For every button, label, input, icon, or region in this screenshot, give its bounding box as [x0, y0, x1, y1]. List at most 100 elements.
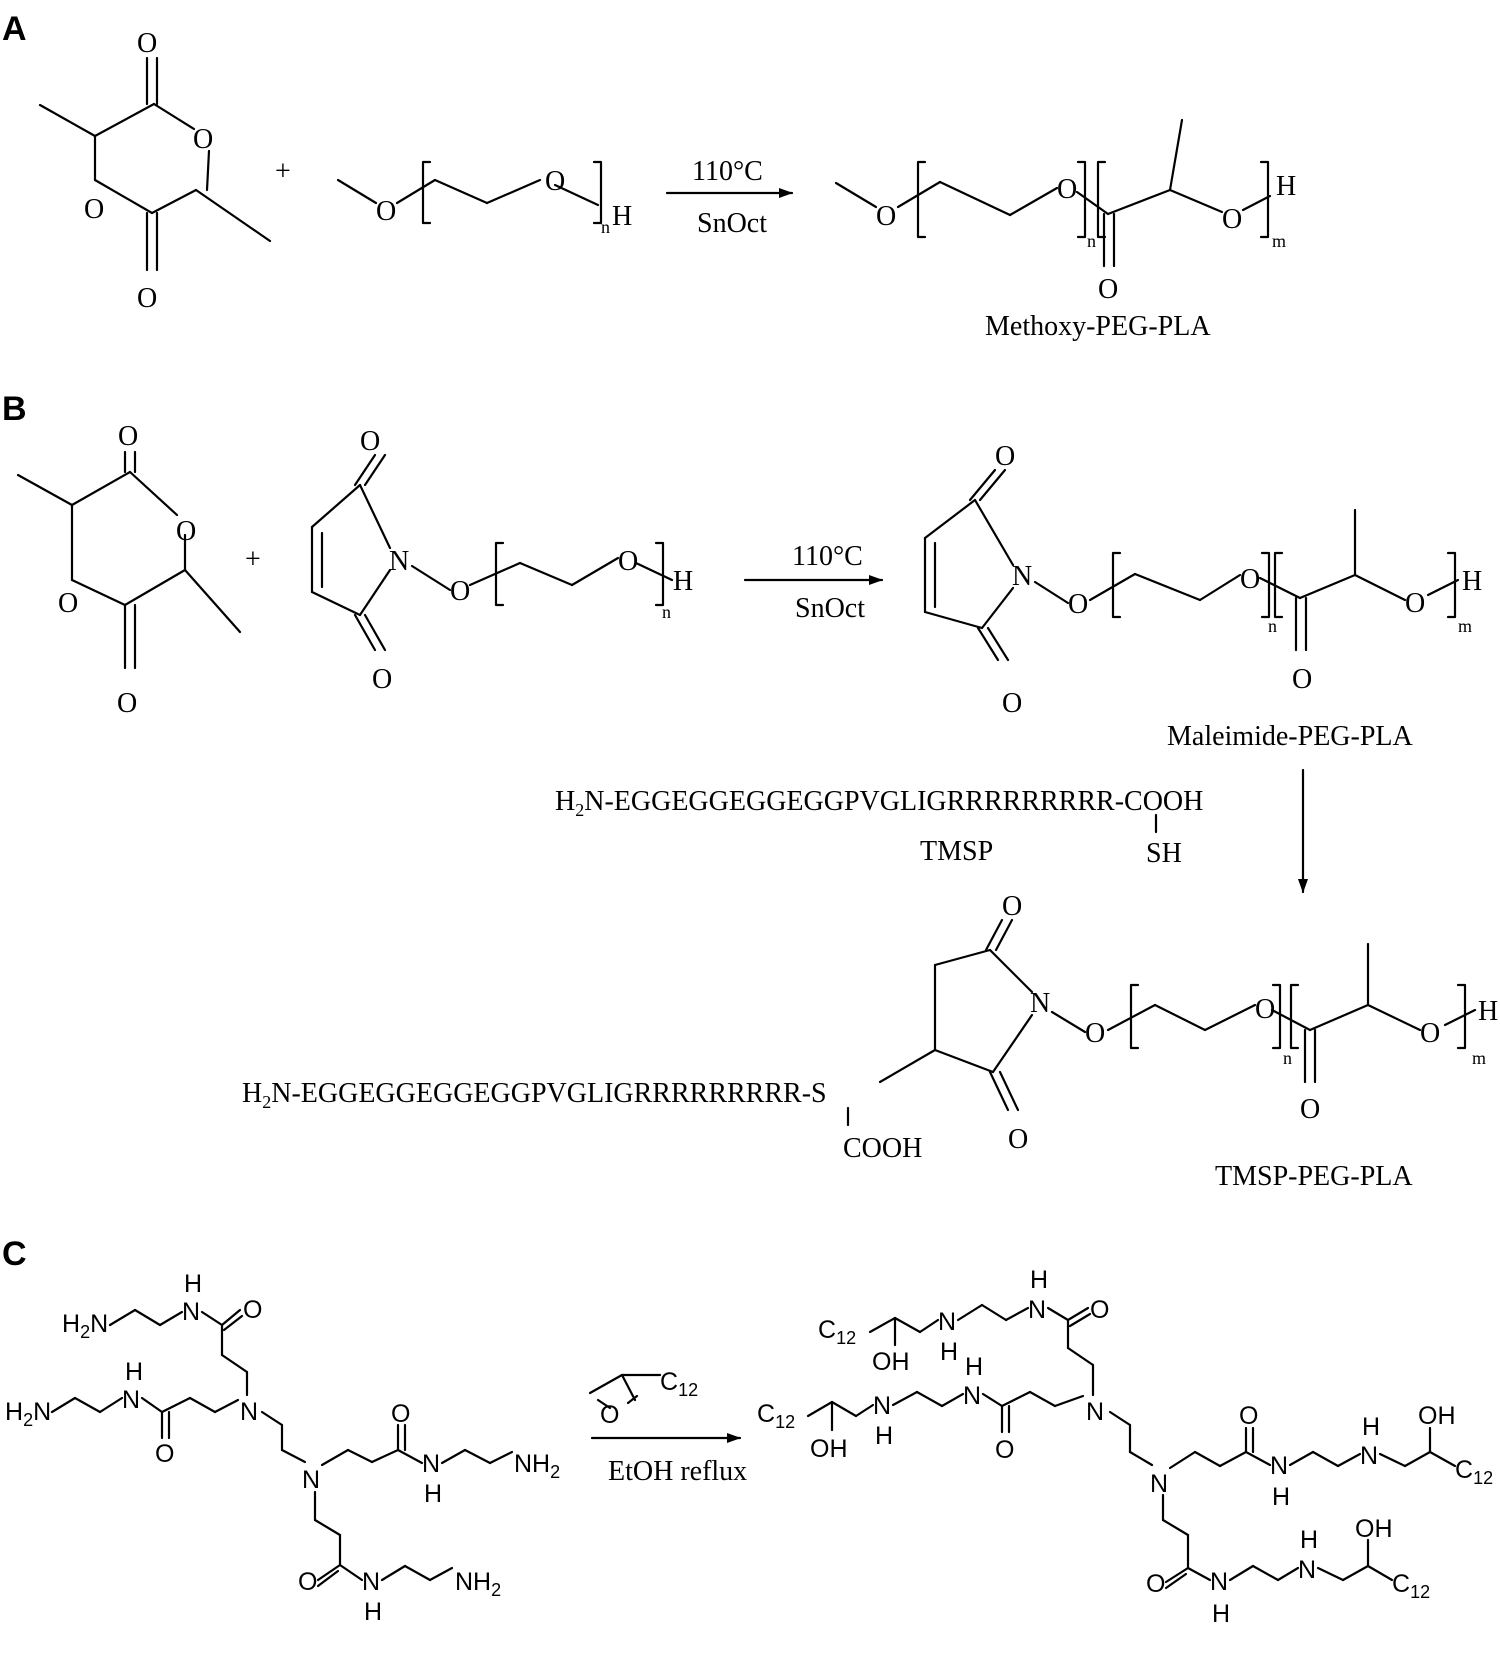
- atom-o: O: [450, 576, 470, 607]
- atom-n: N: [1012, 561, 1032, 592]
- atom-o: O: [995, 441, 1015, 472]
- atom-n: N: [1210, 1568, 1228, 1596]
- atom-o: O: [1420, 1018, 1440, 1049]
- maleimide-peg: O N O O O n H: [310, 426, 693, 695]
- atom-h: H: [184, 1270, 202, 1298]
- atom-o: O: [876, 201, 896, 232]
- atom-o: O: [1002, 891, 1022, 922]
- maleimide-peg-pla: O N O O O O O n m H Maleimide-PEG-PLA: [923, 441, 1482, 752]
- atom-o: O: [1008, 1124, 1028, 1155]
- alkyl-c12: C12: [1455, 1456, 1493, 1488]
- alkyl-c12: C12: [660, 1368, 698, 1400]
- tmsp-peg-pla: O N O O O O O n m H H2N-EGGEGGEGGEGGPVGL…: [242, 891, 1498, 1192]
- atom-o: O: [137, 28, 157, 59]
- peptide-label-tmsp: TMSP: [920, 836, 993, 867]
- atom-o: O: [298, 1568, 317, 1596]
- repeat-subscript-n: n: [662, 602, 671, 622]
- atom-n: N: [938, 1308, 956, 1336]
- atom-o: O: [376, 196, 396, 227]
- atom-o: O: [391, 1400, 410, 1428]
- atom-o: O: [1090, 1296, 1109, 1324]
- atom-h: H: [1462, 566, 1482, 597]
- atom-h: H: [965, 1353, 983, 1381]
- plus-sign: +: [275, 156, 291, 187]
- atom-o: O: [600, 1401, 619, 1429]
- atom-o: O: [155, 1440, 174, 1468]
- alkyl-c12: C12: [757, 1400, 795, 1432]
- atom-oh: OH: [810, 1435, 848, 1463]
- atom-o: O: [1002, 688, 1022, 719]
- panel-label-b: B: [2, 390, 27, 428]
- product-label-methoxy-peg-pla: Methoxy-PEG-PLA: [985, 311, 1211, 342]
- peptide-sequence-bound: H2N-EGGEGGEGGEGGPVGLIGRRRRRRRRR-S: [242, 1078, 827, 1112]
- atom-o: O: [58, 588, 78, 619]
- atom-o: O: [995, 1436, 1014, 1464]
- atom-o: O: [1239, 1402, 1258, 1430]
- atom-h: H: [1276, 171, 1296, 202]
- repeat-subscript-m: m: [1472, 1048, 1486, 1068]
- atom-n: N: [1270, 1452, 1288, 1480]
- atom-o: O: [618, 546, 638, 577]
- atom-nh2: NH2: [514, 1450, 560, 1482]
- repeat-subscript-n: n: [601, 217, 610, 237]
- peptide-thiol: SH: [1146, 838, 1182, 869]
- reaction-arrow-b: 110°C SnOct: [743, 541, 884, 624]
- product-label-maleimide-peg-pla: Maleimide-PEG-PLA: [1167, 721, 1414, 752]
- atom-n: N: [240, 1398, 258, 1426]
- atom-h: H: [1478, 996, 1498, 1027]
- pamam-alkylated: C12 OH N H N H O N C12 OH N H N H: [757, 1266, 1493, 1628]
- reaction-arrow-c: O C12 EtOH reflux: [588, 1368, 747, 1487]
- atom-h: H: [424, 1480, 442, 1508]
- atom-n: N: [873, 1392, 891, 1420]
- atom-o: O: [1292, 664, 1312, 695]
- peptide-acid: COOH: [843, 1133, 922, 1164]
- peptide-tmsp: H2N-EGGEGGEGGEGGPVGLIGRRRRRRRRR-COOH SH …: [555, 786, 1203, 869]
- lactide-a: O O O O: [38, 28, 272, 314]
- atom-h: H: [875, 1422, 893, 1450]
- atom-o: O: [117, 688, 137, 719]
- atom-o: O: [176, 516, 196, 547]
- atom-o: O: [1300, 1094, 1320, 1125]
- atom-o: O: [1222, 204, 1242, 235]
- atom-o: O: [1405, 588, 1425, 619]
- panel-label-a: A: [2, 10, 27, 48]
- atom-o: O: [1240, 564, 1260, 595]
- atom-o: O: [1098, 274, 1118, 305]
- atom-h: H: [612, 201, 632, 232]
- atom-n: N: [182, 1298, 200, 1326]
- atom-o: O: [1255, 994, 1275, 1025]
- atom-o: O: [1068, 589, 1088, 620]
- atom-n: N: [1150, 1470, 1168, 1498]
- atom-o: O: [545, 166, 565, 197]
- condition-temperature: 110°C: [692, 156, 763, 187]
- repeat-subscript-m: m: [1272, 231, 1286, 251]
- repeat-subscript-n: n: [1283, 1048, 1292, 1068]
- atom-o: O: [84, 194, 104, 225]
- methoxy-peg: O O n H: [336, 160, 632, 237]
- atom-n: N: [1028, 1296, 1046, 1324]
- condition-catalyst: SnOct: [697, 208, 767, 239]
- condition-reflux: EtOH reflux: [608, 1456, 747, 1487]
- repeat-subscript-n: n: [1268, 616, 1277, 636]
- atom-n: N: [122, 1386, 140, 1414]
- atom-o: O: [1085, 1018, 1105, 1049]
- atom-h: H: [1030, 1266, 1048, 1294]
- atom-n: N: [302, 1466, 320, 1494]
- atom-h: H: [1272, 1483, 1290, 1511]
- atom-n: N: [1360, 1442, 1378, 1470]
- atom-n: N: [422, 1450, 440, 1478]
- atom-h: H: [125, 1358, 143, 1386]
- atom-o: O: [193, 124, 213, 155]
- atom-nh2: H2N: [5, 1398, 51, 1430]
- pamam-dendrimer: H2N N H O N H2N N H O N O: [5, 1270, 560, 1626]
- panel-label-c: C: [2, 1235, 27, 1273]
- atom-nh2: NH2: [455, 1568, 501, 1600]
- reaction-arrow-a: 110°C SnOct: [665, 156, 794, 239]
- atom-n: N: [1086, 1398, 1104, 1426]
- alkyl-c12: C12: [818, 1316, 856, 1348]
- peptide-sequence-free: H2N-EGGEGGEGGEGGPVGLIGRRRRRRRRR-COOH: [555, 786, 1203, 820]
- atom-h: H: [940, 1338, 958, 1366]
- atom-h: H: [1212, 1600, 1230, 1628]
- atom-h: H: [673, 566, 693, 597]
- atom-oh: OH: [872, 1348, 910, 1376]
